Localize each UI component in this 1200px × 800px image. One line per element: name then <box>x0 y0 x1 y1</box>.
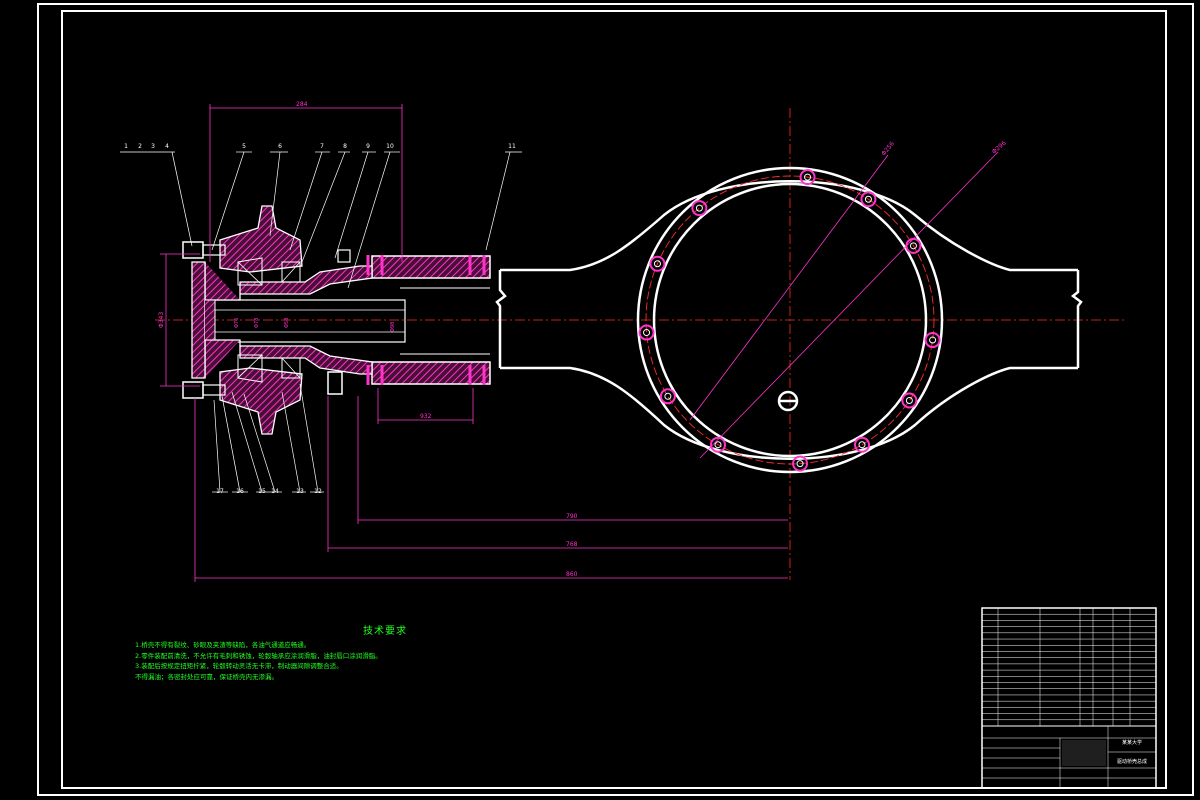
technical-requirements: 技术要求 1.桥壳不得有裂纹、砂眼及夹渣等缺陷，各油气通道应畅通。 2.零件装配… <box>135 622 635 682</box>
tech-line-3: 3.装配后按规定扭矩拧紧，轮毂转动灵活无卡滞，制动器间隙调整合适。 <box>135 662 343 670</box>
tech-line-1: 1.桥壳不得有裂纹、砂眼及夹渣等缺陷，各油气通道应畅通。 <box>135 641 311 649</box>
callout-number: 9 <box>366 143 370 150</box>
callout-number: 8 <box>343 143 347 150</box>
dim-height-left: Φ343 <box>158 312 165 328</box>
callout-number: 10 <box>386 143 394 150</box>
bolt-hole <box>691 200 708 217</box>
callout-number: 2 <box>138 143 142 150</box>
title-block-school: 某某大学 <box>1122 739 1142 746</box>
axle-housing <box>495 166 1083 474</box>
dim-row1: 790 <box>566 513 578 520</box>
dim-phi-a: Φ76 <box>234 318 240 328</box>
bolt-hole <box>792 455 809 472</box>
callout-number: 3 <box>151 143 155 150</box>
callout-number: 14 <box>271 488 279 495</box>
bolt-hole <box>710 436 726 453</box>
dim-bottom-small: 932 <box>420 413 432 420</box>
dim-outer-diameter: Φ296 <box>991 140 1008 156</box>
bolt-hole <box>659 388 676 405</box>
dim-phi-d: Φ98 <box>390 322 396 332</box>
callout-number: 11 <box>508 143 516 150</box>
callout-leaders <box>120 151 522 493</box>
dimension-lines <box>160 104 788 582</box>
dim-phi-c: Φ58 <box>284 318 290 328</box>
bolt-hole <box>649 255 666 272</box>
callout-number: 13 <box>296 488 304 495</box>
callout-number: 15 <box>258 488 266 495</box>
outer-frame <box>37 3 1194 796</box>
bolt-pitch-circle <box>645 175 935 465</box>
callout-number: 4 <box>165 143 169 150</box>
dim-row2: 768 <box>566 541 578 548</box>
centerlines <box>155 108 1125 580</box>
callouts-top: 1 2 3 4 5 6 7 8 9 10 11 <box>124 143 516 150</box>
bolt-hole <box>799 169 816 186</box>
dim-inner-diameter: Φ256 <box>880 140 896 157</box>
bolt-hole <box>854 436 870 453</box>
bolt-hole <box>638 324 655 341</box>
callout-number: 17 <box>216 488 224 495</box>
callouts-bottom: 17 16 15 14 13 12 <box>216 488 322 495</box>
title-block-highlight <box>1062 740 1106 766</box>
bolt-hole <box>860 191 877 208</box>
callout-number: 16 <box>236 488 244 495</box>
bolt-hole <box>901 392 918 409</box>
callout-number: 12 <box>314 488 322 495</box>
inner-frame <box>61 10 1167 789</box>
diameter-leaders <box>689 151 999 459</box>
bolt-hole <box>924 332 941 349</box>
dim-phi-b: Φ78 <box>254 318 260 328</box>
flange-bolts <box>638 169 941 472</box>
callout-number: 7 <box>320 143 324 150</box>
title-block-title: 驱动桥壳总成 <box>1117 758 1147 765</box>
hub-assembly <box>182 205 491 435</box>
tech-title: 技术要求 <box>363 626 407 637</box>
tech-line-2: 2.零件装配前清洗，不允许有毛刺和锈蚀，轮毂轴承应涂润滑脂，油封唇口涂润滑脂。 <box>135 651 382 660</box>
dim-row3: 860 <box>566 571 578 578</box>
callout-number: 6 <box>278 143 282 150</box>
title-block <box>981 607 1157 789</box>
dim-top: 284 <box>296 101 308 108</box>
callout-number: 1 <box>124 143 128 150</box>
tech-line-4: 不得漏油；各密封处应可靠，保证桥壳内无渗漏。 <box>135 672 278 681</box>
callout-number: 5 <box>242 143 246 150</box>
